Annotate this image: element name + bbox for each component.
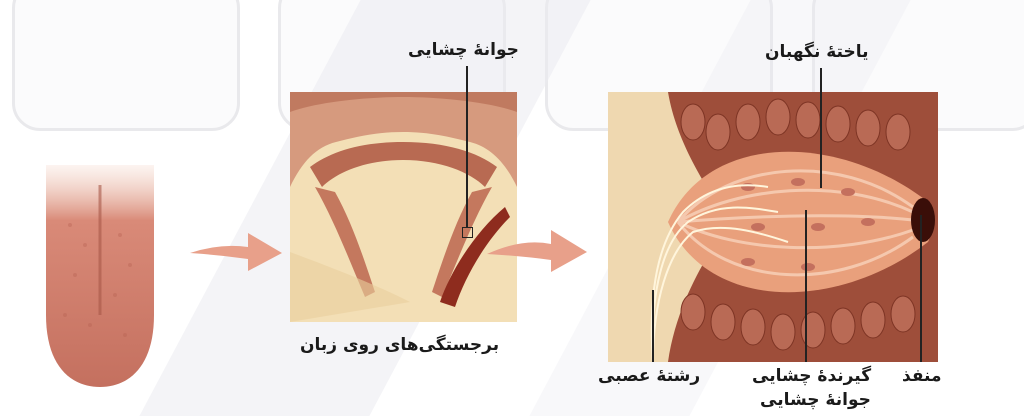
arrow-right-icon	[190, 225, 282, 275]
label-nerve-fiber: رشتهٔ عصبی	[598, 366, 700, 386]
label-taste-receptor-1: گیرندهٔ چشایی	[752, 366, 871, 386]
label-taste-bud-top: جوانهٔ چشایی	[408, 40, 519, 60]
label-pore: منفذ	[902, 366, 942, 386]
pointer-nerve-fiber	[652, 290, 654, 362]
taste-bud-detail	[608, 92, 938, 362]
papillae-cross-section	[290, 92, 517, 322]
pointer-taste-receptor	[805, 210, 807, 362]
pointer-taste-bud-top	[466, 66, 468, 228]
label-taste-receptor-2: جوانهٔ چشایی	[760, 390, 871, 410]
pointer-supporting-cell	[820, 68, 822, 188]
zoom-box	[462, 227, 473, 238]
arrow-right-icon	[487, 222, 587, 278]
label-supporting-cell: یاختهٔ نگهبان	[765, 42, 869, 62]
label-tongue-papillae: برجستگی‌های روی زبان	[300, 335, 499, 355]
pointer-pore	[920, 215, 922, 362]
watermark-box-1	[12, 0, 240, 131]
tongue-illustration	[40, 165, 160, 390]
